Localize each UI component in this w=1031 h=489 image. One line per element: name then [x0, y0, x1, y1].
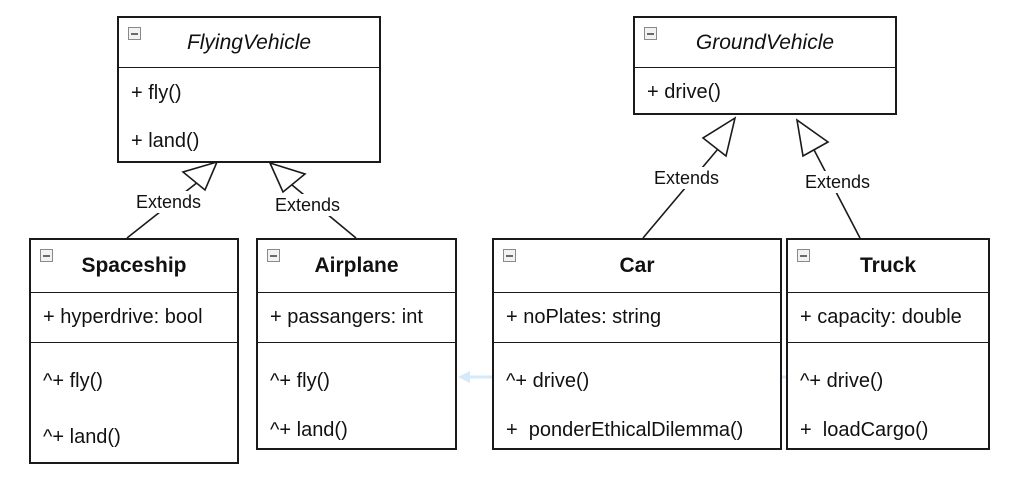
class-ground-vehicle[interactable]: GroundVehicle + drive()	[633, 16, 897, 115]
class-name: Airplane	[314, 254, 399, 277]
attribute-hyperdrive[interactable]: + hyperdrive: bool	[43, 306, 203, 328]
airplane-extends-label: Extends	[273, 194, 343, 216]
collapse-icon[interactable]	[503, 249, 516, 262]
class-airplane[interactable]: Airplane + passangers: int ^+ fly() ^+ l…	[256, 238, 457, 450]
method-land[interactable]: ^+ land()	[43, 426, 121, 448]
method-land[interactable]: + land()	[131, 130, 200, 152]
class-truck[interactable]: Truck + capacity: double ^+ drive() + lo…	[786, 238, 990, 450]
method-drive[interactable]: + drive()	[647, 81, 721, 103]
class-name: Truck	[859, 254, 917, 277]
method-ponder-ethical-dilemma[interactable]: + ponderEthicalDilemma()	[506, 419, 744, 441]
collapse-icon[interactable]	[128, 27, 141, 40]
spaceship-extends-arrowhead	[181, 160, 219, 192]
car-to-airplane-faint-arrowhead	[458, 371, 470, 383]
method-drive[interactable]: ^+ drive()	[800, 370, 884, 392]
class-name: Car	[619, 254, 655, 277]
attribute-capacity[interactable]: + capacity: double	[800, 306, 962, 328]
collapse-icon[interactable]	[267, 249, 280, 262]
method-land[interactable]: ^+ land()	[270, 419, 348, 441]
method-load-cargo[interactable]: + loadCargo()	[800, 419, 929, 441]
attribute-noplates[interactable]: + noPlates: string	[506, 306, 662, 328]
class-spaceship[interactable]: Spaceship + hyperdrive: bool ^+ fly() ^+…	[29, 238, 239, 464]
method-drive[interactable]: ^+ drive()	[506, 370, 590, 392]
collapse-icon[interactable]	[644, 27, 657, 40]
truck-extends-label: Extends	[803, 171, 873, 193]
truck-extends-arrowhead	[795, 118, 830, 158]
airplane-extends-arrowhead	[268, 161, 307, 194]
class-name: Spaceship	[81, 254, 187, 277]
spaceship-extends-label: Extends	[134, 191, 204, 213]
class-name: GroundVehicle	[695, 30, 835, 54]
car-extends-line	[642, 142, 724, 239]
class-car[interactable]: Car + noPlates: string ^+ drive() + pond…	[492, 238, 782, 450]
car-extends-label: Extends	[652, 167, 722, 189]
method-fly[interactable]: ^+ fly()	[43, 370, 103, 392]
collapse-icon[interactable]	[797, 249, 810, 262]
class-name: FlyingVehicle	[186, 30, 312, 54]
method-fly[interactable]: + fly()	[131, 82, 182, 104]
class-flying-vehicle[interactable]: FlyingVehicle + fly() + land()	[117, 16, 381, 163]
collapse-icon[interactable]	[40, 249, 53, 262]
attribute-passangers[interactable]: + passangers: int	[270, 306, 423, 328]
car-extends-arrowhead	[701, 116, 737, 158]
method-fly[interactable]: ^+ fly()	[270, 370, 330, 392]
